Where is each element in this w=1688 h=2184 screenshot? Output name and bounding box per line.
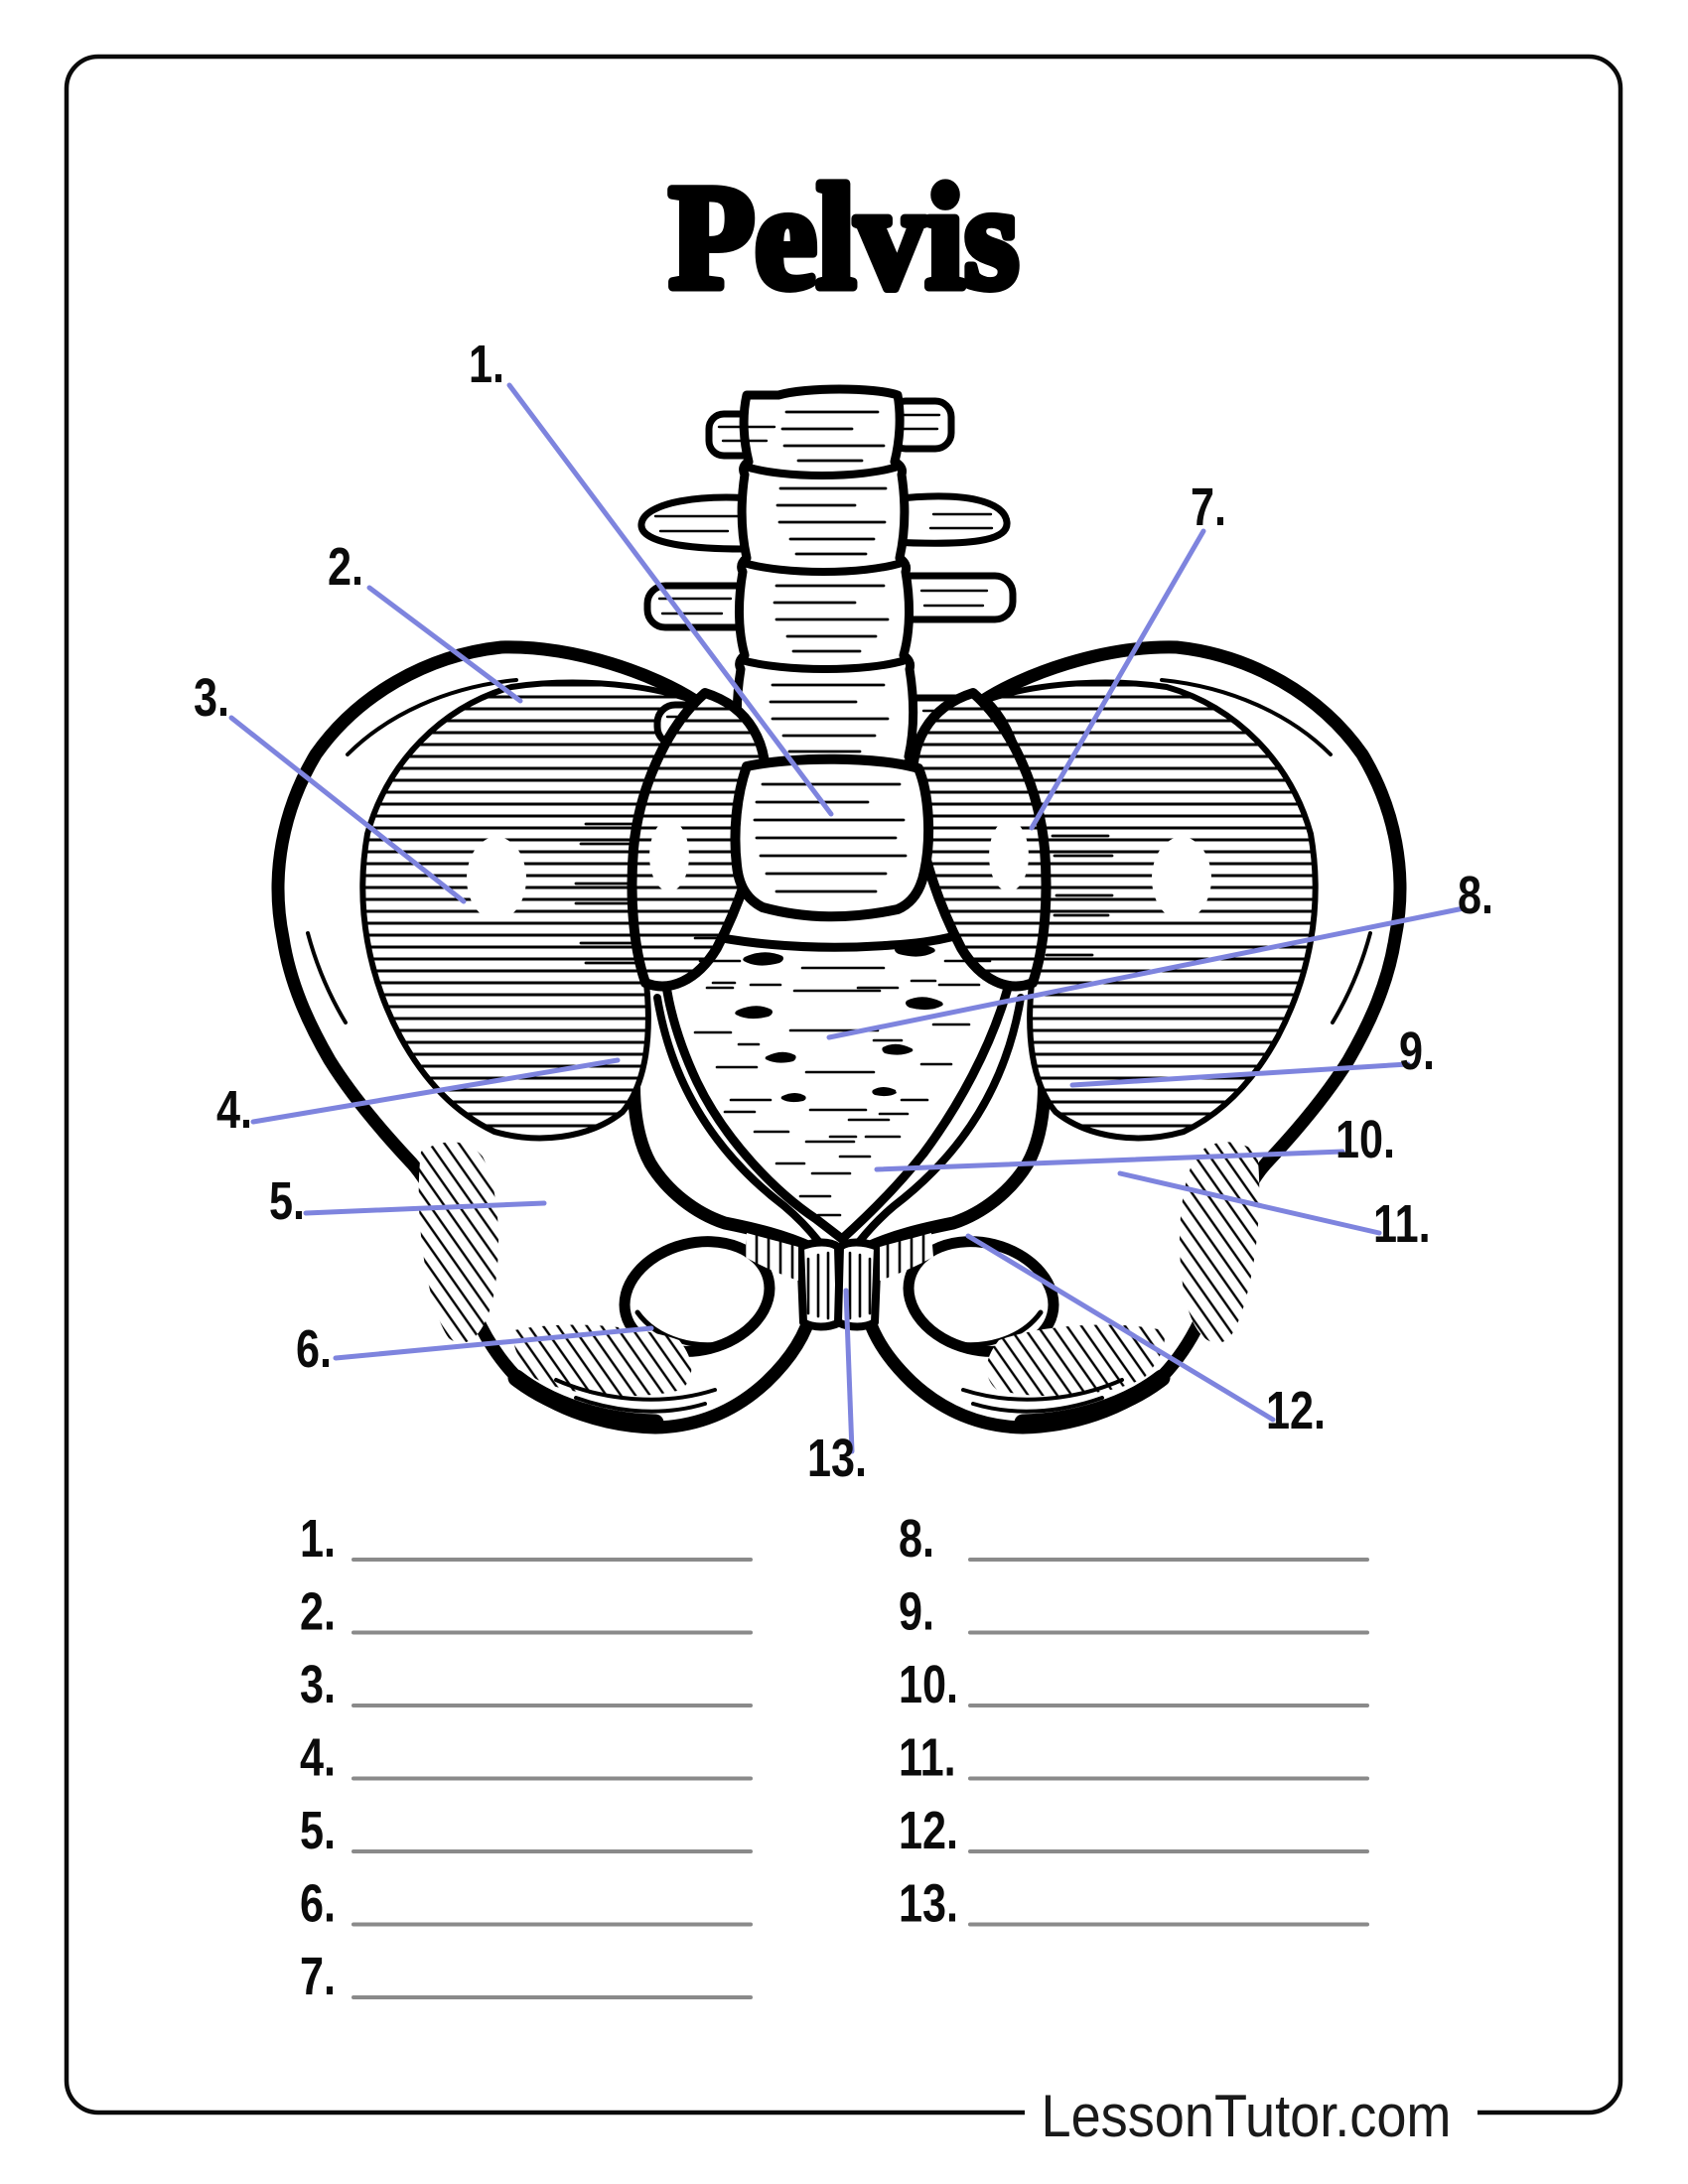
svg-text:4.: 4. bbox=[300, 1728, 336, 1788]
svg-text:3.: 3. bbox=[194, 669, 229, 729]
svg-text:Pelvis: Pelvis bbox=[669, 155, 1019, 320]
svg-text:13.: 13. bbox=[807, 1430, 867, 1489]
svg-text:4.: 4. bbox=[216, 1081, 252, 1141]
svg-text:8.: 8. bbox=[1458, 867, 1493, 926]
svg-text:8.: 8. bbox=[899, 1510, 934, 1570]
svg-text:2.: 2. bbox=[328, 538, 363, 598]
svg-text:5.: 5. bbox=[269, 1172, 305, 1232]
svg-text:2.: 2. bbox=[300, 1582, 336, 1642]
svg-text:13.: 13. bbox=[899, 1874, 958, 1934]
svg-text:3.: 3. bbox=[300, 1656, 336, 1715]
svg-text:6.: 6. bbox=[296, 1320, 332, 1380]
svg-text:12.: 12. bbox=[899, 1802, 958, 1861]
svg-text:11.: 11. bbox=[899, 1728, 956, 1788]
svg-text:7.: 7. bbox=[1191, 478, 1226, 538]
svg-text:11.: 11. bbox=[1373, 1195, 1431, 1255]
svg-text:9.: 9. bbox=[1399, 1023, 1435, 1082]
svg-text:7.: 7. bbox=[300, 1948, 336, 2007]
svg-text:10.: 10. bbox=[1336, 1111, 1395, 1170]
svg-text:1.: 1. bbox=[469, 336, 504, 395]
svg-text:12.: 12. bbox=[1266, 1382, 1326, 1441]
svg-text:10.: 10. bbox=[899, 1656, 958, 1715]
svg-text:LessonTutor.com: LessonTutor.com bbox=[1042, 2083, 1452, 2149]
svg-text:9.: 9. bbox=[899, 1582, 934, 1642]
svg-text:1.: 1. bbox=[300, 1510, 336, 1570]
svg-text:5.: 5. bbox=[300, 1802, 336, 1861]
svg-text:6.: 6. bbox=[300, 1874, 336, 1934]
